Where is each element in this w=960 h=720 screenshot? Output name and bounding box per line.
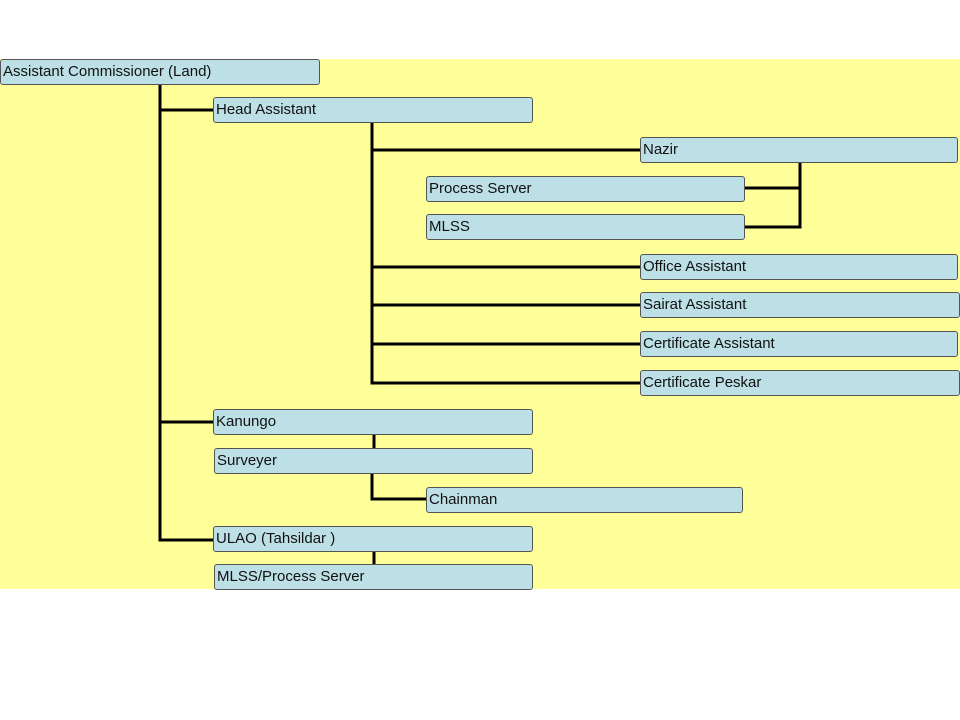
- node-mlss: MLSS: [426, 214, 745, 240]
- node-process-server: Process Server: [426, 176, 745, 202]
- node-office-assistant: Office Assistant: [640, 254, 958, 280]
- node-mlss-process-server: MLSS/Process Server: [214, 564, 533, 590]
- node-certificate-assistant: Certificate Assistant: [640, 331, 958, 357]
- node-assistant-commissioner: Assistant Commissioner (Land): [0, 59, 320, 85]
- node-ulao: ULAO (Tahsildar ): [213, 526, 533, 552]
- node-chainman: Chainman: [426, 487, 743, 513]
- node-nazir: Nazir: [640, 137, 958, 163]
- node-certificate-peskar: Certificate Peskar: [640, 370, 960, 396]
- node-head-assistant: Head Assistant: [213, 97, 533, 123]
- node-kanungo: Kanungo: [213, 409, 533, 435]
- node-surveyer: Surveyer: [214, 448, 533, 474]
- node-sairat-assistant: Sairat Assistant: [640, 292, 960, 318]
